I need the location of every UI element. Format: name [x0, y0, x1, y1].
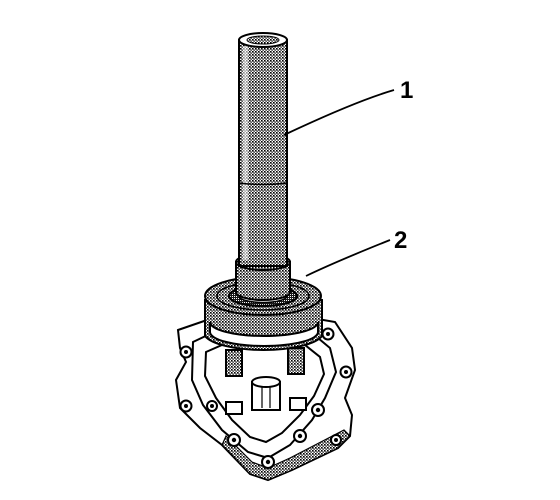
bolt-hole — [330, 434, 342, 446]
bolt-hole — [321, 327, 335, 341]
bolt-hole — [261, 455, 275, 469]
bolt-hole — [311, 403, 325, 417]
callout-label-2: 2 — [394, 227, 407, 254]
bolt-hole — [293, 429, 307, 443]
mounting-boss — [289, 397, 307, 411]
bolt-hole — [339, 365, 353, 379]
installer-tool — [235, 32, 291, 301]
leader-line-1 — [283, 89, 395, 136]
callout-label-1: 1 — [400, 77, 413, 104]
bolt-hole — [179, 345, 193, 359]
support-legs — [225, 347, 305, 377]
bolt-hole — [206, 400, 218, 412]
bolt-hole — [179, 399, 193, 413]
center-stud — [251, 376, 281, 411]
bolt-hole — [227, 433, 241, 447]
leader-line-2 — [305, 239, 391, 277]
mounting-boss — [225, 401, 243, 415]
